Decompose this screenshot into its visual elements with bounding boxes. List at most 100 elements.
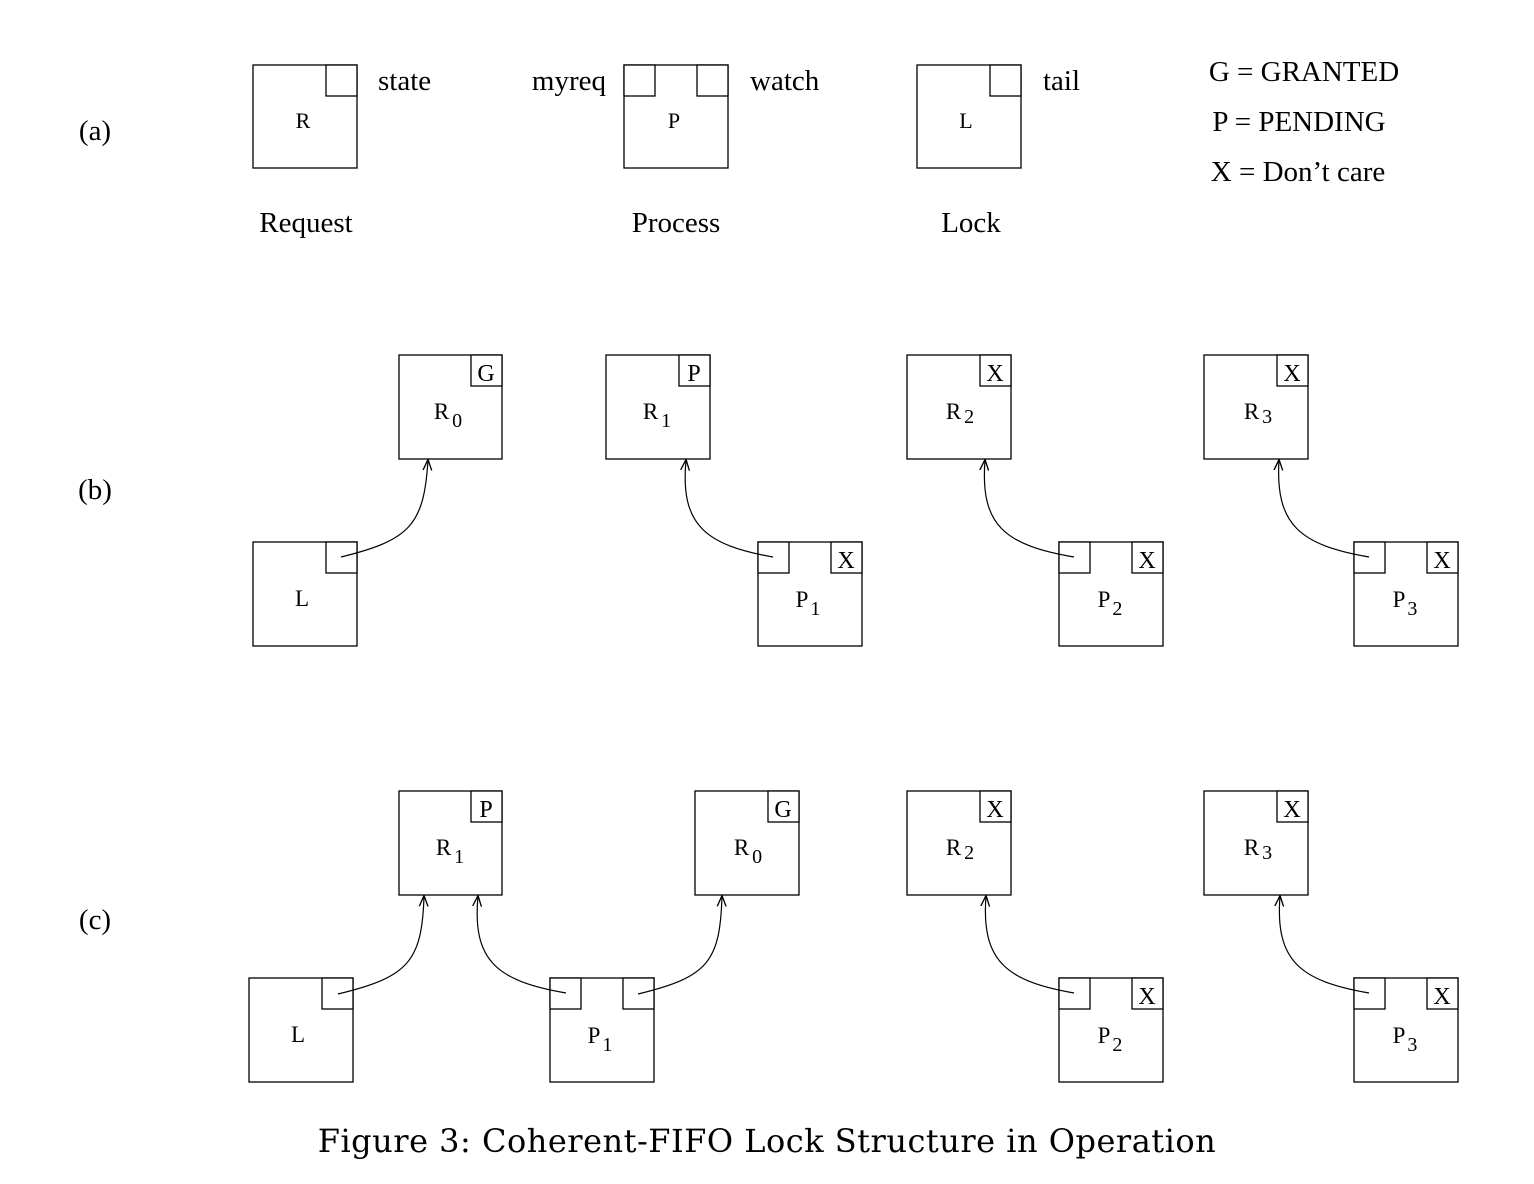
watch-field <box>830 541 863 574</box>
myreq-pointer-arrow <box>685 460 774 558</box>
tail-field-box <box>989 64 1022 97</box>
state-value: X <box>1283 797 1300 823</box>
watch-field-box <box>696 64 729 97</box>
watch-value: X <box>1433 548 1450 574</box>
tail-pointer-arrow <box>337 896 424 995</box>
state-value: P <box>479 797 492 823</box>
watch-value: X <box>837 548 854 574</box>
myreq-pointer-arrow <box>1279 896 1370 994</box>
lock-letter: L <box>959 108 972 133</box>
myreq-field <box>757 541 790 574</box>
myreq-field <box>1353 977 1386 1010</box>
state-value: X <box>986 361 1003 387</box>
myreq-pointer-arrow <box>477 896 567 994</box>
myreq-pointer-arrow <box>984 460 1075 558</box>
state-field <box>979 354 1012 387</box>
tail-field <box>325 541 358 574</box>
watch-field <box>1426 977 1459 1010</box>
state-value: P <box>687 361 700 387</box>
lock-caption: Lock <box>941 207 1001 239</box>
state-key: G = GRANTED P = PENDING X = Don’t care <box>1209 56 1399 188</box>
watch-value: X <box>1433 984 1450 1010</box>
watch-pointer-arrow <box>637 896 722 995</box>
legend-process: P myreq watch Process <box>532 64 820 239</box>
watch-field-label: watch <box>750 65 820 97</box>
myreq-field <box>1058 541 1091 574</box>
state-field-label: state <box>378 65 431 97</box>
lock-label: L <box>295 586 309 611</box>
state-field <box>1276 354 1309 387</box>
watch-field <box>1426 541 1459 574</box>
process-caption: Process <box>632 207 721 239</box>
state-field <box>1276 790 1309 823</box>
myreq-pointer-arrow <box>985 896 1075 994</box>
state-field <box>767 790 800 823</box>
myreq-pointer-arrow <box>1279 460 1370 558</box>
myreq-field-label: myreq <box>532 65 606 97</box>
row-label-c: (c) <box>79 904 111 936</box>
figure-caption: Figure 3: Coherent-FIFO Lock Structure i… <box>317 1122 1217 1160</box>
state-field <box>678 354 711 387</box>
watch-field <box>1131 977 1164 1010</box>
process-letter: P <box>668 108 680 133</box>
lock-node: L <box>248 977 354 1083</box>
row-label-b: (b) <box>78 474 112 506</box>
state-value: X <box>986 797 1003 823</box>
watch-value: X <box>1138 984 1155 1010</box>
row-label-a: (a) <box>79 115 111 147</box>
myreq-field <box>1058 977 1091 1010</box>
legend-request: R state Request <box>252 64 431 239</box>
key-pending: P = PENDING <box>1212 106 1385 138</box>
state-value: G <box>477 361 494 387</box>
state-field-box <box>325 64 358 97</box>
request-letter: R <box>296 108 311 133</box>
request-caption: Request <box>259 207 352 239</box>
myreq-field-box <box>623 64 656 97</box>
watch-value: X <box>1138 548 1155 574</box>
myreq-field <box>1353 541 1386 574</box>
state-value: X <box>1283 361 1300 387</box>
state-field <box>470 790 503 823</box>
tail-pointer-arrow <box>340 460 428 558</box>
state-value: G <box>774 797 791 823</box>
watch-field <box>1131 541 1164 574</box>
lock-node: L <box>252 541 358 647</box>
tail-field <box>321 977 354 1010</box>
lock-label: L <box>291 1022 305 1047</box>
tail-field-label: tail <box>1043 65 1080 97</box>
state-field <box>979 790 1012 823</box>
state-field <box>470 354 503 387</box>
key-granted: G = GRANTED <box>1209 56 1399 88</box>
key-dont-care: X = Don’t care <box>1211 156 1385 188</box>
legend-lock: L tail Lock <box>916 64 1080 239</box>
